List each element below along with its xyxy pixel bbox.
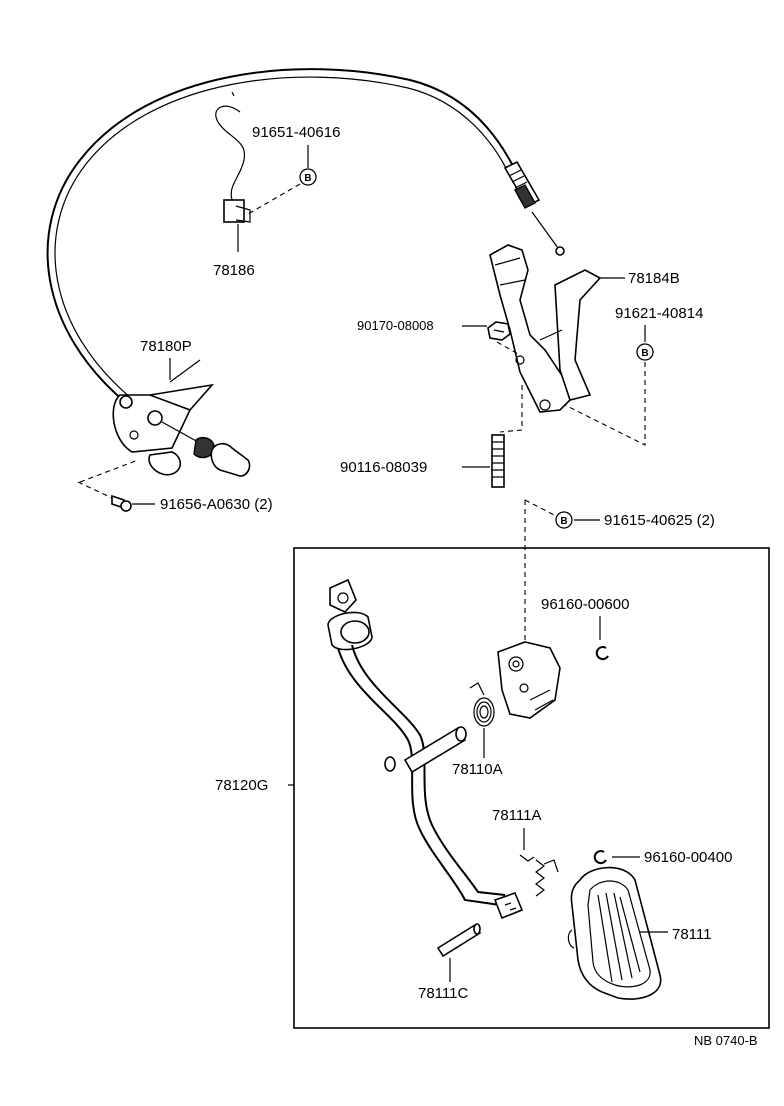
label-91615-40625: 91615-40625 (2) — [604, 512, 715, 529]
pivot-shaft — [384, 726, 467, 774]
label-96160-00400: 96160-00400 — [644, 849, 732, 866]
label-78111C: 78111C — [418, 985, 468, 1002]
pin-78111C — [436, 923, 482, 958]
label-90116-08039: 90116-08039 — [340, 459, 427, 476]
return-spring-78110A — [469, 682, 495, 727]
label-78111A: 78111A — [492, 807, 542, 824]
cable-bracket-78180P — [112, 359, 251, 477]
svg-text:B: B — [560, 516, 567, 527]
label-96160-00600: 96160-00600 — [541, 596, 629, 613]
e-clip-96160-600 — [595, 646, 609, 661]
throttle-cable — [46, 68, 565, 403]
screw-91656 — [77, 459, 139, 512]
cable-clip-78186 — [215, 91, 251, 252]
label-78186: 78186 — [213, 262, 255, 279]
pedal-pad-78111 — [567, 866, 662, 1000]
label-91651-40616: 91651-40616 — [252, 124, 340, 141]
label-91621-40814: 91621-40814 — [615, 305, 703, 322]
label-78184B: 78184B — [628, 270, 680, 287]
label-78110A: 78110A — [452, 761, 503, 778]
nut-90170 — [487, 321, 521, 356]
stud-90116 — [491, 385, 523, 488]
badge-b-1: B — [299, 168, 317, 186]
svg-text:B: B — [641, 348, 648, 359]
label-90170-08008: 90170-08008 — [357, 318, 434, 333]
svg-text:B: B — [304, 173, 311, 184]
pedal-lever-plate — [497, 641, 561, 719]
label-78120G: 78120G — [215, 777, 268, 794]
label-91656-A0630: 91656-A0630 (2) — [160, 496, 273, 513]
drawing-number: NB 0740-B — [694, 1033, 758, 1048]
pedal-assembly-frame — [293, 547, 770, 1029]
pedal-bracket-78184B — [489, 244, 602, 413]
badge-b-3: B — [555, 511, 573, 529]
pedal-arm-78120G — [327, 578, 524, 920]
pad-spring-78111A — [519, 854, 559, 897]
badge-b-2: B — [636, 343, 654, 361]
e-clip-96160-400 — [593, 850, 607, 865]
label-78111: 78111 — [672, 926, 712, 943]
label-78180P: 78180P — [140, 338, 192, 355]
